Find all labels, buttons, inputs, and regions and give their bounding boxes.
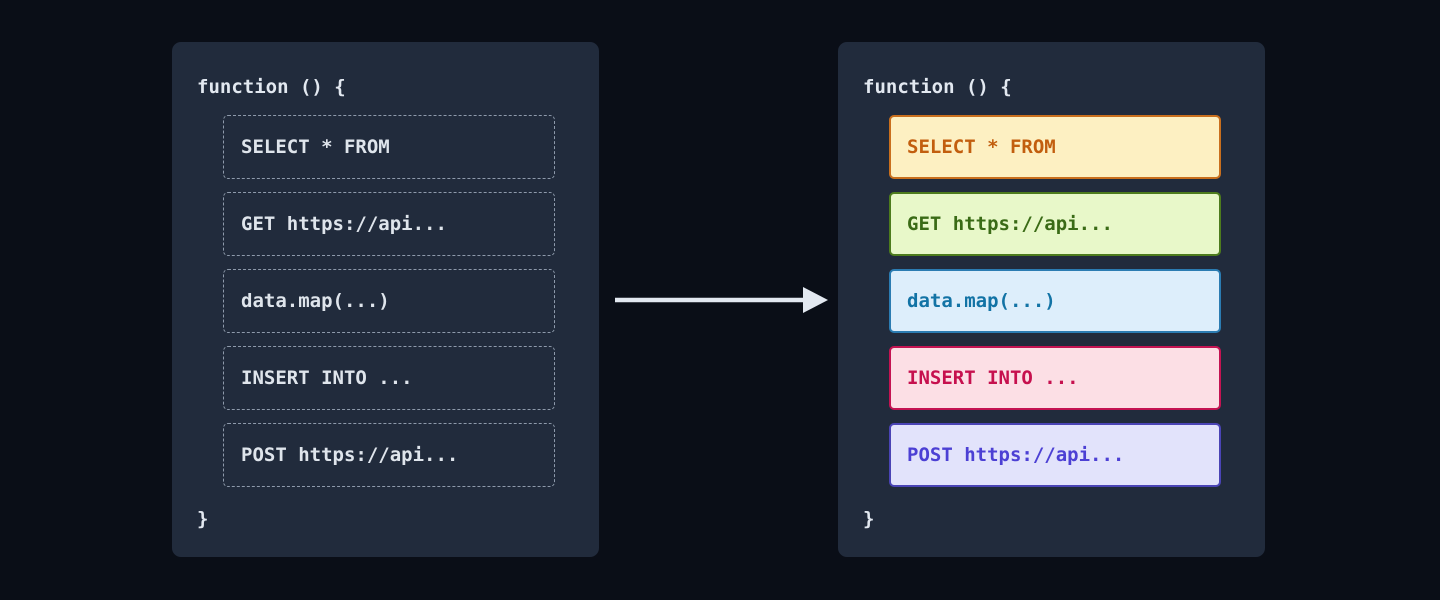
post-request-block: POST https://api... <box>223 423 555 487</box>
code-snippet-label: GET https://api... <box>241 213 447 235</box>
code-snippet-label: SELECT * FROM <box>907 136 1056 158</box>
code-snippet-label: data.map(...) <box>241 290 390 312</box>
code-snippet-label: POST https://api... <box>241 444 459 466</box>
source-block-list: SELECT * FROM GET https://api... data.map(… <box>223 115 555 500</box>
post-request-block: POST https://api... <box>889 423 1221 487</box>
insert-into-block: INSERT INTO ... <box>889 346 1221 410</box>
code-snippet-label: data.map(...) <box>907 290 1056 312</box>
function-open-line: function () { <box>863 76 1012 98</box>
highlighted-code-panel: function () { SELECT * FROM GET https://a… <box>838 42 1265 557</box>
insert-into-block: INSERT INTO ... <box>223 346 555 410</box>
code-snippet-label: SELECT * FROM <box>241 136 390 158</box>
function-close-line: } <box>197 508 209 530</box>
select-from-block: SELECT * FROM <box>223 115 555 179</box>
get-request-block: GET https://api... <box>889 192 1221 256</box>
data-map-block: data.map(...) <box>223 269 555 333</box>
select-from-block: SELECT * FROM <box>889 115 1221 179</box>
get-request-block: GET https://api... <box>223 192 555 256</box>
function-open-line: function () { <box>197 76 346 98</box>
code-snippet-label: GET https://api... <box>907 213 1113 235</box>
data-map-block: data.map(...) <box>889 269 1221 333</box>
highlighted-block-list: SELECT * FROM GET https://api... data.map(… <box>889 115 1221 500</box>
function-close-line: } <box>863 508 875 530</box>
source-code-panel: function () { SELECT * FROM GET https://a… <box>172 42 599 557</box>
code-snippet-label: INSERT INTO ... <box>907 367 1079 389</box>
code-snippet-label: POST https://api... <box>907 444 1125 466</box>
transform-arrow-icon <box>613 283 829 317</box>
code-snippet-label: INSERT INTO ... <box>241 367 413 389</box>
